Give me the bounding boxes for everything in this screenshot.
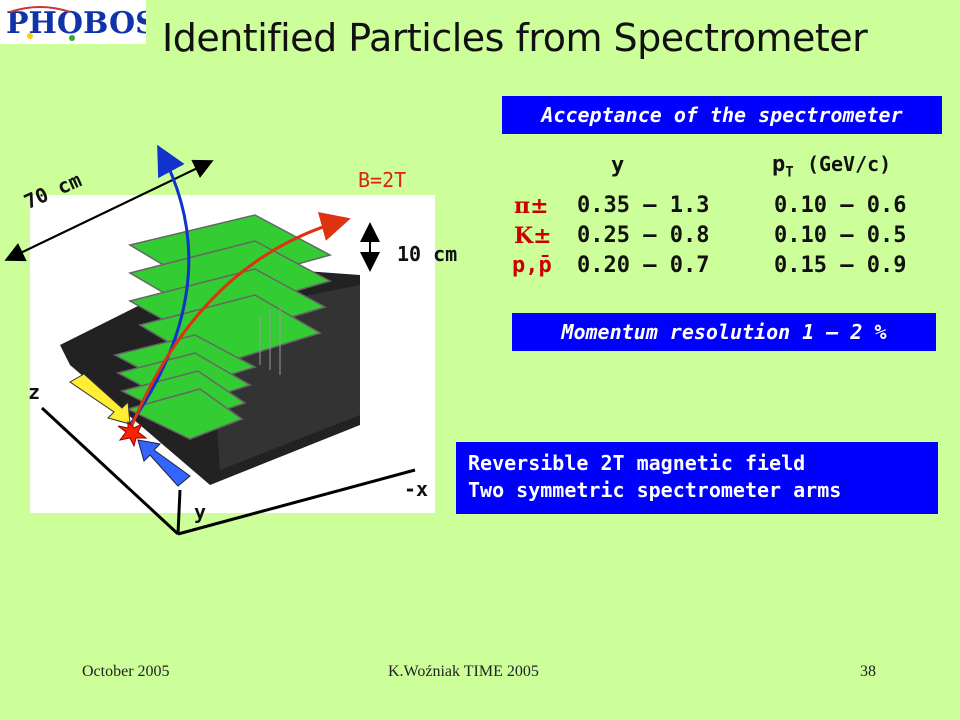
field-line-1: Reversible 2T magnetic field: [468, 451, 806, 475]
particle-kaon: K±: [514, 223, 552, 249]
phobos-logo: PHOBOS: [0, 0, 157, 44]
z-axis: [40, 406, 180, 536]
pt-subscript: T: [785, 164, 794, 181]
label-minus-x: -x: [404, 477, 429, 501]
pt-range: 0.10 – 0.5: [774, 223, 907, 248]
pt-range: 0.10 – 0.6: [774, 193, 907, 218]
label-10cm: 10 cm: [397, 242, 458, 266]
yellow-beam-arrow: [69, 373, 131, 425]
blue-track: [128, 144, 191, 426]
x-axis: [177, 468, 416, 536]
pt-range: 0.15 – 0.9: [774, 253, 907, 278]
momentum-resolution-box: Momentum resolution 1 – 2 %: [512, 313, 936, 351]
footer-page-number: 38: [860, 663, 876, 680]
field-line-2: Two symmetric spectrometer arms: [468, 478, 842, 502]
footer-date: October 2005: [82, 663, 170, 680]
magnetic-field-box: Reversible 2T magnetic field Two symmetr…: [456, 442, 938, 514]
rapidity-range: 0.25 – 0.8: [577, 223, 710, 248]
acceptance-heading: Acceptance of the spectrometer: [502, 96, 942, 134]
y-axis: [176, 489, 182, 535]
label-magnetic-field: B=2T: [358, 168, 407, 192]
label-y: y: [194, 500, 207, 524]
column-y-header: y: [611, 153, 625, 178]
column-pt-header: pT (GeV/c): [772, 152, 891, 180]
red-track: [128, 211, 351, 431]
collision-star-icon: [117, 420, 148, 448]
rapidity-range: 0.20 – 0.7: [577, 253, 710, 278]
blue-beam-arrow: [137, 439, 191, 487]
footer-author: K.Woźniak TIME 2005: [388, 663, 539, 680]
pt-symbol: p: [772, 152, 786, 177]
label-z: z: [28, 380, 41, 404]
particle-pion: π±: [514, 193, 549, 219]
pt-unit: (GeV/c): [806, 152, 892, 176]
slide-title: Identified Particles from Spectrometer: [162, 16, 868, 60]
particle-proton: p,p̄: [512, 253, 552, 278]
rapidity-range: 0.35 – 1.3: [577, 193, 710, 218]
